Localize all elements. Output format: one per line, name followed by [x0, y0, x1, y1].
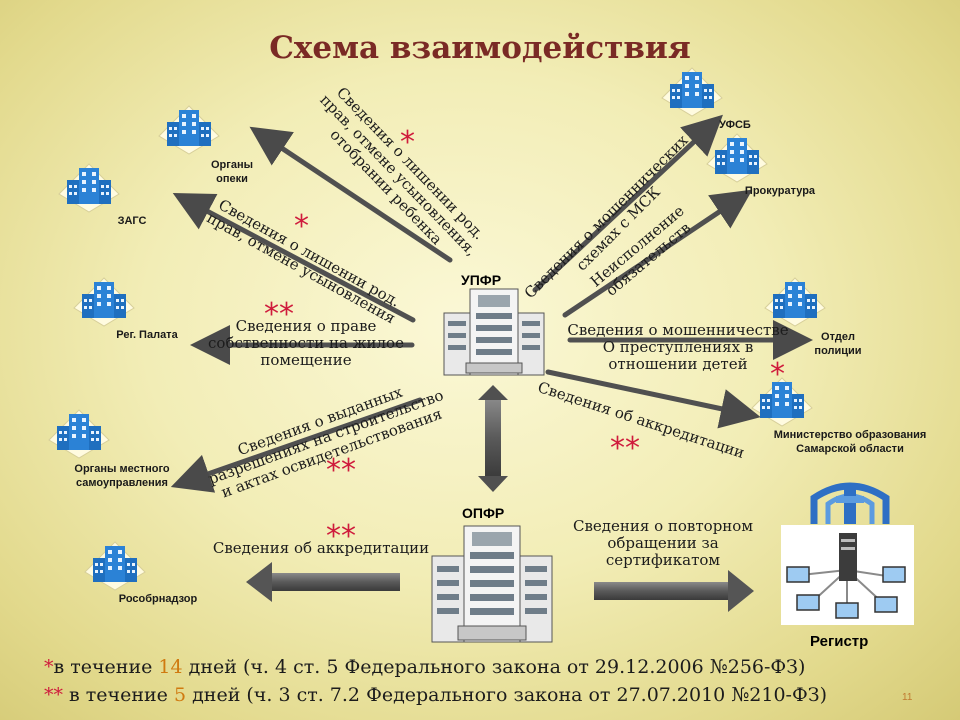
link-text-police: Сведения о мошенничестве О преступлениях…: [558, 322, 798, 373]
org-rosobr-label: Рособрнадзор: [118, 593, 198, 605]
footnote-5-days: ** в течение 5 дней (ч. 3 ст. 7.2 Федера…: [44, 684, 827, 706]
arrow-to-ufsb: [532, 114, 723, 293]
org-ufsb: УФСБ: [660, 62, 810, 132]
slide-title: Схема взаимодействия: [269, 30, 691, 66]
link-text-palata: Сведения о праве собственности на жилое …: [196, 318, 416, 369]
upfr-opfr-double-arrow: [478, 385, 508, 492]
link-text-line: отношении детей: [608, 355, 748, 373]
mark-double-local-gov: **: [326, 453, 356, 488]
footnote-mark: *: [44, 656, 54, 678]
link-text-line: Сведения о праве: [235, 317, 377, 335]
building-icon: [661, 62, 767, 118]
footnote-number: 14: [158, 656, 183, 678]
page-number: 11: [902, 692, 913, 703]
org-prokuratura: Прокуратура: [705, 128, 855, 198]
link-text-line: обращении за: [607, 534, 719, 552]
building-icon: [751, 372, 882, 428]
mark-single-zags: *: [294, 209, 309, 244]
link-text-line: Сведения о повторном: [572, 517, 754, 535]
building-icon: [73, 272, 179, 328]
arrow-to-prokuratura: [562, 189, 753, 318]
org-zags: ЗАГС: [57, 158, 207, 228]
org-opeki: Органы опеки: [157, 100, 307, 186]
org-ufsb-label: УФСБ: [719, 119, 751, 131]
mark-single-opeki: *: [400, 125, 415, 160]
block-arrow-to-rosobr: [246, 562, 400, 602]
building-icon: [764, 272, 870, 328]
org-local-gov-label: Органы местного самоуправления: [74, 463, 170, 489]
mark-double-rosobr: **: [326, 519, 356, 554]
org-minobr: Министерство образования Самарской облас…: [750, 372, 950, 456]
link-text-rosobr: Сведения об аккредитации: [212, 539, 430, 557]
org-reg-palata: Рег. Палата: [72, 272, 222, 342]
link-text-line: сертификатом: [605, 551, 721, 569]
building-icon: [158, 100, 264, 156]
opfr-label: ОПФР: [462, 505, 505, 521]
footnote-text: дней (ч. 4 ст. 5 Федерального закона от …: [182, 656, 806, 678]
org-reg-palata-label: Рег. Палата: [116, 329, 178, 341]
footnote-text: в течение: [63, 684, 174, 706]
arrow-to-zags: [172, 192, 416, 323]
building-icon: [58, 158, 164, 214]
org-police: Отдел полиции: [763, 272, 913, 358]
org-rosobr: Рособрнадзор: [83, 536, 233, 606]
mark-double-palata: **: [264, 297, 294, 332]
link-text-line: О преступлениях в: [602, 338, 754, 356]
org-zags-label: ЗАГС: [117, 215, 147, 227]
upfr-label: УПФР: [461, 272, 502, 288]
org-police-label: Отдел полиции: [814, 331, 862, 357]
block-arrow-to-registry: [594, 570, 754, 612]
upfr-building-icon: [440, 285, 548, 380]
footnote-text: в течение: [53, 656, 159, 678]
mark-double-minobr: **: [610, 431, 640, 466]
link-text-line: помещение: [260, 351, 352, 369]
registry-network-icon: [781, 525, 914, 625]
org-minobr-label: Министерство образования Самарской облас…: [773, 429, 927, 455]
org-prokuratura-label: Прокуратура: [744, 185, 816, 197]
link-text-line: собственности на жилое: [208, 334, 404, 352]
org-local-gov: Органы местного самоуправления: [47, 404, 197, 490]
footnote-mark: **: [44, 684, 63, 706]
arrow-to-opeki: [249, 126, 453, 263]
arrow-to-minobr: [545, 369, 761, 429]
building-icon: [84, 536, 190, 592]
pfr-logo-icon: [808, 480, 892, 528]
opfr-building-icon: [428, 522, 556, 650]
footnote-text: дней (ч. 3 ст. 7.2 Федерального закона о…: [186, 684, 827, 706]
link-text-registry: Сведения о повторном обращении за сертиф…: [570, 518, 756, 569]
arrow-to-local-gov: [170, 397, 423, 493]
link-text-line: Сведения о мошенничестве: [567, 321, 789, 339]
building-icon: [706, 128, 812, 184]
footnote-number: 5: [173, 684, 187, 706]
org-opeki-label: Органы опеки: [210, 159, 253, 185]
registry-label: Регистр: [810, 633, 869, 650]
building-icon: [48, 404, 154, 460]
mark-single-police: *: [770, 357, 785, 392]
footnote-14-days: *в течение 14 дней (ч. 4 ст. 5 Федеральн…: [44, 656, 805, 678]
